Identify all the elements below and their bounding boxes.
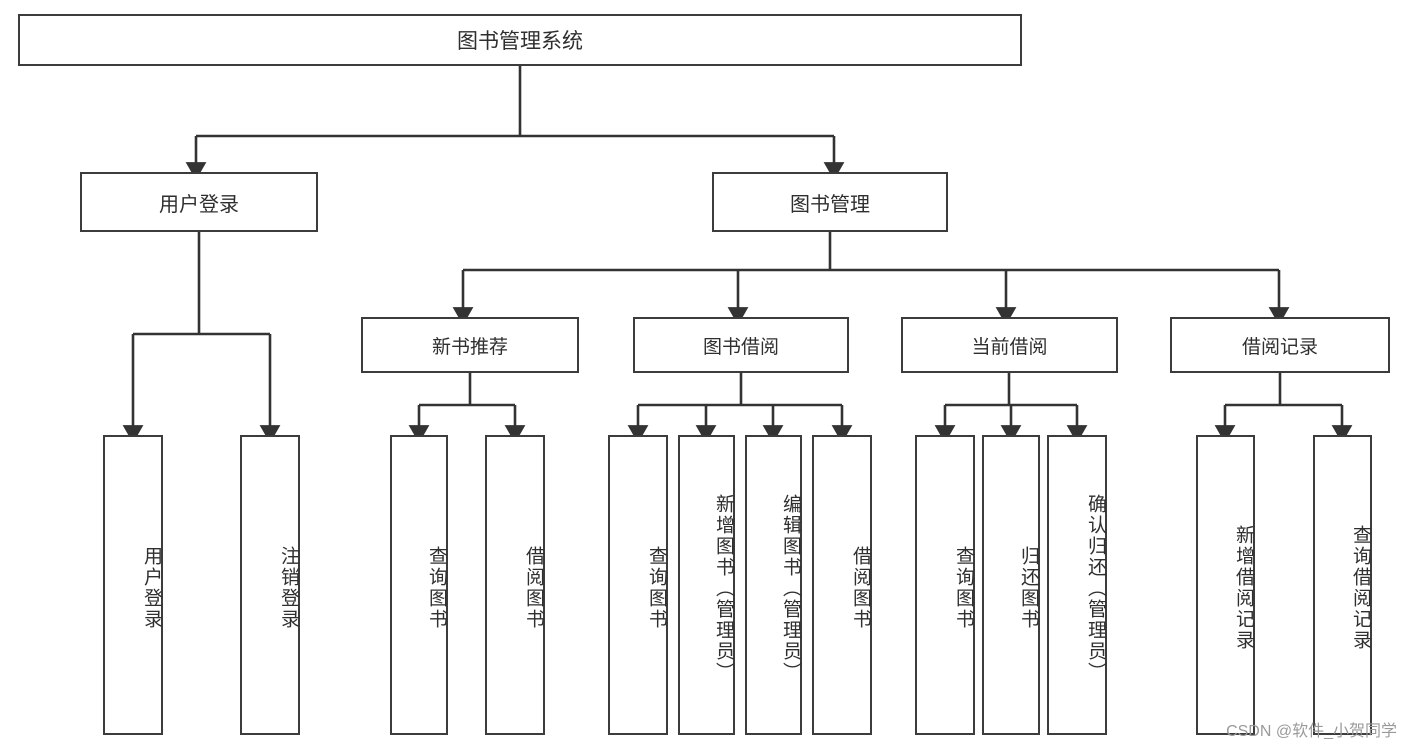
node-leaf-query-book-3[interactable]: 查询图书 bbox=[915, 435, 975, 735]
node-book-borrow-label: 图书借阅 bbox=[702, 336, 779, 358]
node-leaf-logout[interactable]: 注销登录 bbox=[240, 435, 300, 735]
node-current-borrow-label: 当前借阅 bbox=[971, 336, 1048, 358]
node-leaf-query-book-2[interactable]: 查询图书 bbox=[608, 435, 668, 735]
node-book-manage-label: 图书管理 bbox=[790, 193, 870, 216]
node-leaf-edit-book-label: 编辑图书（管理员） bbox=[780, 493, 801, 683]
node-root-label: 图书管理系统 bbox=[457, 30, 583, 53]
node-current-borrow[interactable]: 当前借阅 bbox=[901, 317, 1118, 373]
node-user-login[interactable]: 用户登录 bbox=[80, 172, 318, 232]
node-leaf-add-book-label: 新增图书（管理员） bbox=[713, 493, 734, 683]
node-leaf-return-book[interactable]: 归还图书 bbox=[982, 435, 1040, 735]
node-user-login-label: 用户登录 bbox=[159, 193, 239, 216]
node-leaf-borrow-book-1[interactable]: 借阅图书 bbox=[485, 435, 545, 735]
node-book-borrow[interactable]: 图书借阅 bbox=[633, 317, 849, 373]
node-leaf-return-book-label: 归还图书 bbox=[1018, 546, 1039, 630]
node-leaf-add-record[interactable]: 新增借阅记录 bbox=[1196, 435, 1255, 735]
node-leaf-borrow-book-2-label: 借阅图书 bbox=[850, 546, 871, 630]
node-leaf-query-book-3-label: 查询图书 bbox=[953, 546, 974, 630]
node-leaf-user-login-label: 用户登录 bbox=[141, 546, 162, 630]
node-leaf-logout-label: 注销登录 bbox=[278, 546, 299, 630]
node-new-book-recommend-label: 新书推荐 bbox=[431, 336, 508, 358]
node-root[interactable]: 图书管理系统 bbox=[18, 14, 1022, 66]
node-leaf-confirm-return-label: 确认归还（管理员） bbox=[1085, 493, 1106, 683]
node-leaf-edit-book[interactable]: 编辑图书（管理员） bbox=[745, 435, 802, 735]
node-leaf-borrow-book-1-label: 借阅图书 bbox=[523, 546, 544, 630]
node-leaf-borrow-book-2[interactable]: 借阅图书 bbox=[812, 435, 872, 735]
watermark: CSDN @软件_小贺同学 bbox=[1226, 723, 1397, 740]
node-leaf-query-book-1-label: 查询图书 bbox=[426, 546, 447, 630]
node-leaf-query-record-label: 查询借阅记录 bbox=[1350, 525, 1371, 651]
node-leaf-query-book-1[interactable]: 查询图书 bbox=[390, 435, 448, 735]
node-leaf-query-book-2-label: 查询图书 bbox=[646, 546, 667, 630]
node-leaf-query-record[interactable]: 查询借阅记录 bbox=[1313, 435, 1372, 735]
node-borrow-record[interactable]: 借阅记录 bbox=[1170, 317, 1390, 373]
node-leaf-confirm-return[interactable]: 确认归还（管理员） bbox=[1047, 435, 1107, 735]
node-leaf-add-record-label: 新增借阅记录 bbox=[1233, 525, 1254, 651]
node-book-manage[interactable]: 图书管理 bbox=[712, 172, 948, 232]
node-leaf-user-login[interactable]: 用户登录 bbox=[103, 435, 163, 735]
node-leaf-add-book[interactable]: 新增图书（管理员） bbox=[678, 435, 735, 735]
node-borrow-record-label: 借阅记录 bbox=[1241, 336, 1318, 358]
node-new-book-recommend[interactable]: 新书推荐 bbox=[361, 317, 579, 373]
